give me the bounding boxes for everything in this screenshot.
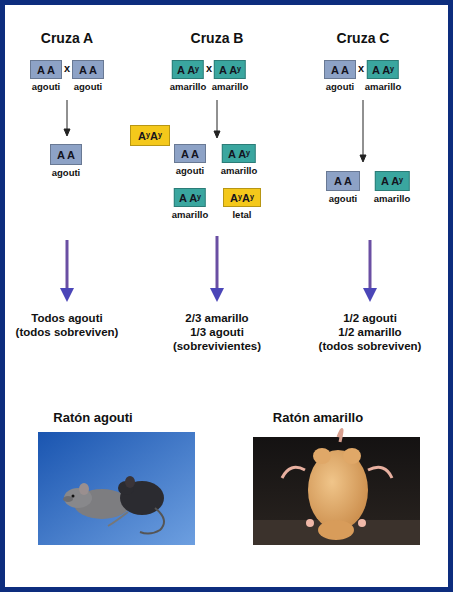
genotype-node: A A agouti <box>324 60 356 92</box>
phenotype-caption: amarillo <box>221 165 257 176</box>
result-text: (todos sobreviven) <box>16 326 119 338</box>
result-text: 1/2 amarillo <box>338 326 401 338</box>
genotype-node: A Aʸ amarillo <box>172 188 208 220</box>
frame <box>3 3 451 590</box>
phenotype-caption: agouti <box>52 167 81 178</box>
phenotype-caption: amarillo <box>365 81 401 92</box>
result-text: (todos sobreviven) <box>319 340 422 352</box>
genotype-text: A A <box>331 64 349 76</box>
cross-arrows <box>64 100 366 162</box>
amarillo-photo <box>253 430 420 545</box>
phenotype-caption: agouti <box>74 81 103 92</box>
photo-title: Ratón amarillo <box>273 410 363 425</box>
result-text: 1/2 agouti <box>343 312 397 324</box>
genotype-node: A A agouti <box>50 144 82 178</box>
phenotype-caption: amarillo <box>374 193 410 204</box>
genotype-node: A Aʸ amarillo <box>221 144 257 176</box>
genotype-text: A A <box>57 149 75 161</box>
genotype-node: A A agouti <box>72 60 104 92</box>
genotype-box: AʸAʸ <box>223 188 261 207</box>
genotype-box: A A <box>50 144 82 165</box>
genotype-box: A A <box>326 171 360 191</box>
phenotype-caption: agouti <box>329 193 358 204</box>
genotype-text: A A <box>334 175 352 187</box>
genotype-text: A A <box>37 64 55 76</box>
genotype-text: A A <box>181 148 199 160</box>
result-text: 1/3 agouti <box>190 326 244 338</box>
genotype-text: A Aʸ <box>228 148 250 160</box>
result-text: Todos agouti <box>31 312 102 324</box>
cross-heading: Cruza B <box>191 30 244 46</box>
genotype-box: A A <box>30 60 62 79</box>
genotype-text: A Aʸ <box>177 64 199 76</box>
genotype-box: A Aʸ <box>222 144 256 163</box>
cross-heading: Cruza C <box>337 30 390 46</box>
genotype-box: A Aʸ <box>172 60 204 79</box>
genotype-box: A A <box>324 60 356 79</box>
genotype-node: A Aʸ amarillo <box>170 60 206 92</box>
phenotype-caption: agouti <box>176 165 205 176</box>
genotype-node: A A agouti <box>326 171 360 204</box>
cross-sign: x <box>358 62 364 74</box>
cross-sign: x <box>206 62 212 74</box>
genotype-node: AʸAʸ letal <box>223 188 261 220</box>
agouti-photo <box>38 432 195 545</box>
genotype-box: A Aʸ <box>375 171 410 191</box>
phenotype-caption: amarillo <box>172 209 208 220</box>
genotype-text: A Aʸ <box>381 175 403 187</box>
genotype-node: A Aʸ amarillo <box>374 171 410 204</box>
genotype-text: AʸAʸ <box>138 130 162 142</box>
genotype-node: A Aʸ amarillo <box>365 60 401 92</box>
genotype-node: A A agouti <box>174 144 206 176</box>
photo-title: Ratón agouti <box>53 410 132 425</box>
genotype-box: AʸAʸ <box>130 125 170 146</box>
genotype-text: A Aʸ <box>179 192 201 204</box>
genotype-text: A A <box>79 64 97 76</box>
genotype-box: A Aʸ <box>214 60 246 79</box>
phenotype-caption: agouti <box>326 81 355 92</box>
phenotype-caption: letal <box>232 209 251 220</box>
genotype-node: A Aʸ amarillo <box>212 60 248 92</box>
genotype-box: A A <box>174 144 206 163</box>
cross-sign: x <box>64 62 70 74</box>
genotype-node: AʸAʸ <box>130 125 170 146</box>
genotype-node: A A agouti <box>30 60 62 92</box>
phenotype-caption: amarillo <box>170 81 206 92</box>
result-arrows <box>60 236 377 302</box>
genotype-box: A Aʸ <box>174 188 206 207</box>
cross-heading: Cruza A <box>41 30 93 46</box>
phenotype-caption: agouti <box>32 81 61 92</box>
genotype-box: A Aʸ <box>367 60 399 79</box>
genotype-text: AʸAʸ <box>230 192 254 204</box>
result-text: (sobrevivientes) <box>173 340 261 352</box>
genotype-box: A A <box>72 60 104 79</box>
phenotype-caption: amarillo <box>212 81 248 92</box>
result-text: 2/3 amarillo <box>185 312 248 324</box>
genotype-text: A Aʸ <box>219 64 241 76</box>
genotype-text: A Aʸ <box>372 64 394 76</box>
